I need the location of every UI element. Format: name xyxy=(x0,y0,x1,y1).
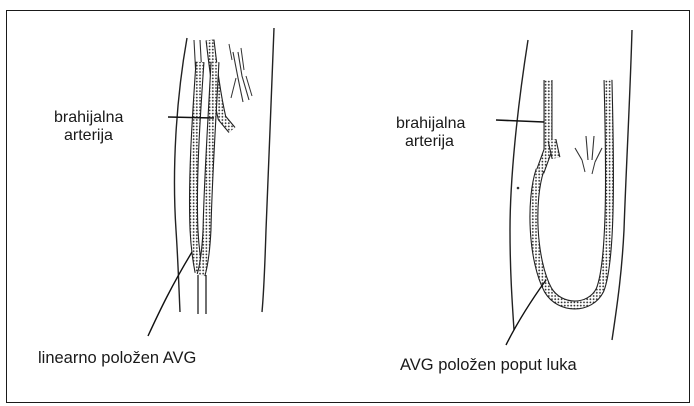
left-artery-pointer xyxy=(168,117,214,118)
right-artery-label-line1: brahijalna xyxy=(396,115,465,133)
right-artery-label-line2: arterija xyxy=(396,133,465,151)
left-minor-vessel xyxy=(229,44,232,60)
right-arm-outline-right xyxy=(612,30,632,340)
right-forearm-diagram xyxy=(496,30,632,345)
right-minor-vessel xyxy=(575,136,602,162)
left-artery-label-line1: brahijalna xyxy=(54,109,123,127)
right-arm-outline-left xyxy=(510,40,528,330)
right-marker-dot xyxy=(517,187,520,190)
right-artery-pointer xyxy=(496,120,544,122)
right-artery-label: brahijalna arterija xyxy=(396,115,465,152)
left-caption: linearno položen AVG xyxy=(38,349,196,368)
left-outflow-vein xyxy=(198,275,206,314)
left-artery-label: brahijalna arterija xyxy=(54,109,123,146)
right-caption: AVG položen poput luka xyxy=(400,356,577,375)
left-forearm-diagram xyxy=(148,28,274,336)
left-artery-label-line2: arterija xyxy=(54,127,123,145)
left-arm-outline-right xyxy=(262,28,274,312)
left-avg-pointer xyxy=(148,252,192,336)
right-minor-vessel xyxy=(582,160,595,174)
